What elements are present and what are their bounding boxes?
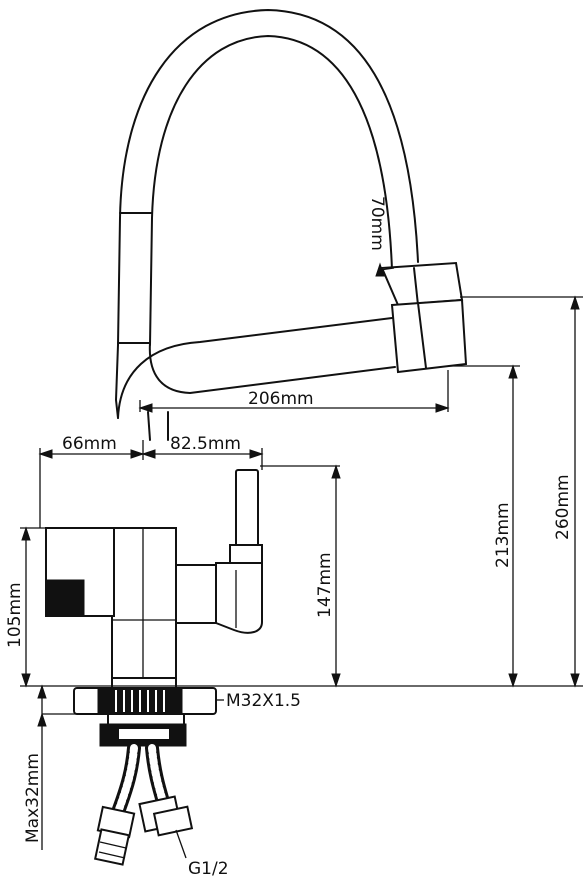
label-70mm: 70mm: [367, 196, 387, 251]
supply-hoses: [94, 741, 194, 866]
label-thread: M32X1.5: [226, 691, 301, 711]
dimension-lines: [20, 262, 583, 859]
flexible-spout-hose: [117, 9, 419, 346]
label-max32mm: Max32mm: [23, 753, 43, 843]
spout-arm: [115, 317, 396, 441]
label-82-5mm: 82.5mm: [170, 434, 241, 454]
label-147mm: 147mm: [315, 552, 335, 618]
dimension-labels: 206mm 66mm 82.5mm M32X1.5 G1/2 260mm 213…: [5, 196, 573, 879]
lever-handle: [215, 469, 263, 634]
label-66mm: 66mm: [62, 434, 117, 454]
faucet-body: [45, 527, 217, 687]
cold-indicator-block: [45, 579, 85, 617]
label-206mm: 206mm: [248, 389, 314, 409]
spray-head: [380, 261, 468, 374]
label-inlet: G1/2: [188, 859, 229, 879]
base-mount: [73, 677, 217, 747]
label-213mm: 213mm: [493, 502, 513, 568]
label-260mm: 260mm: [553, 474, 573, 540]
label-105mm: 105mm: [5, 582, 25, 648]
